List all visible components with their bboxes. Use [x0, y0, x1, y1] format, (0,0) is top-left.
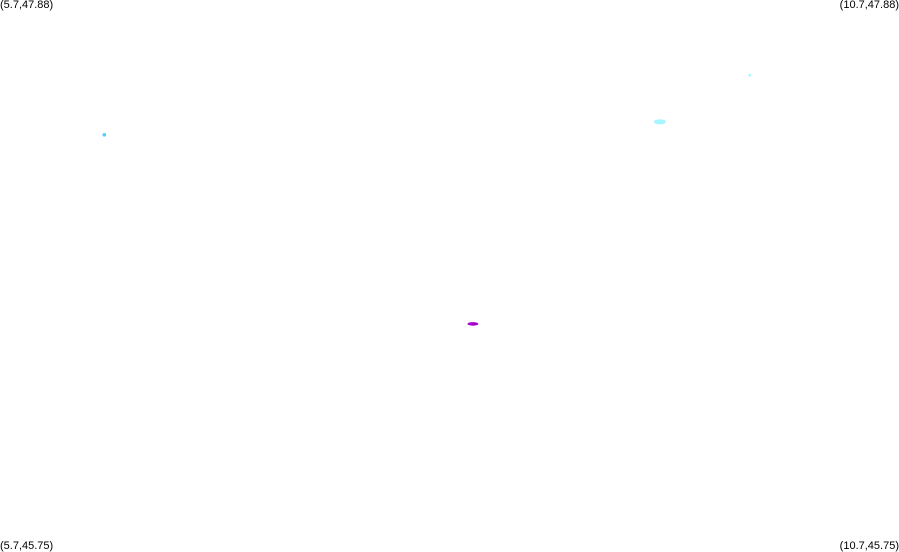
map-feature-blob-east [653, 119, 666, 125]
map-feature-blob-northeast [748, 73, 752, 77]
corner-label-bottom-left: (5.7,45.75) [0, 540, 54, 552]
corner-label-top-left: (5.7,47.88) [0, 0, 54, 11]
map-feature-blob-center [467, 322, 479, 326]
corner-label-top-right: (10.7,47.88) [839, 0, 899, 11]
map-feature-blob-west [102, 133, 107, 137]
corner-label-bottom-right: (10.7,45.75) [839, 540, 899, 552]
